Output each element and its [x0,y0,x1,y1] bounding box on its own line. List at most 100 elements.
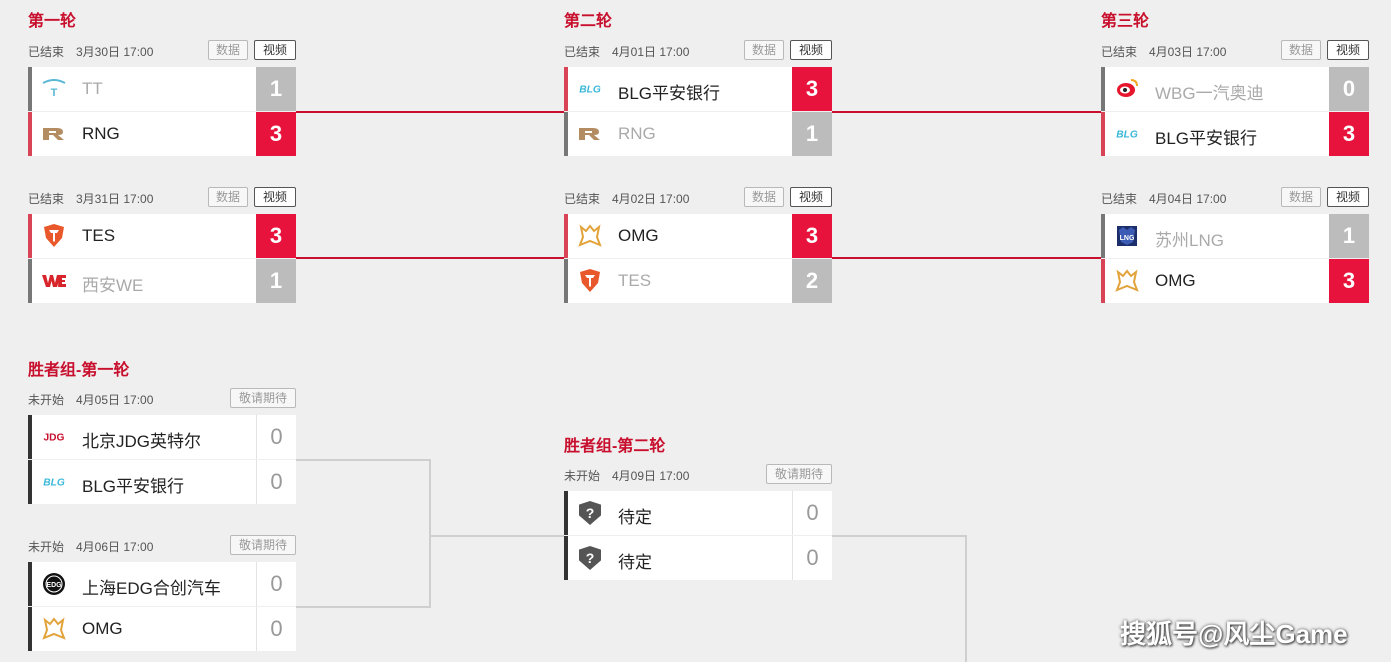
match-card[interactable]: EDG 上海EDG合创汽车 0 OMG 0 [28,562,296,652]
team-row[interactable]: ? 待定 0 [564,491,832,535]
team-row[interactable]: T TT 1 [28,67,296,111]
team-score: 0 [792,491,832,535]
team-name: TES [618,271,652,290]
video-button[interactable]: 视频 [254,40,296,60]
team-row[interactable]: OMG 3 [1101,259,1369,303]
stats-button[interactable]: 数据 [1281,187,1321,207]
question-shield-icon: ? [577,501,603,525]
team-name: 苏州LNG [1155,231,1224,250]
stats-button[interactable]: 数据 [744,187,784,207]
team-name: RNG [82,124,120,143]
team-name: OMG [618,226,659,245]
team-row[interactable]: ? 待定 0 [564,536,832,580]
team-row[interactable]: BLG BLG平安银行 3 [1101,112,1369,156]
match-status: 未开始 [28,540,65,554]
team-score: 3 [1329,259,1369,303]
match-card[interactable]: OMG 3 TES 2 [564,214,832,304]
match-status: 已结束 [28,192,65,206]
edg-logo-icon: EDG [41,572,67,596]
stats-button[interactable]: 数据 [208,187,248,207]
stats-button[interactable]: 数据 [1281,40,1321,60]
team-score: 3 [792,214,832,258]
match-status: 已结束 [1101,45,1138,59]
team-name: OMG [1155,271,1196,290]
match-datetime: 3月31日 17:00 [76,192,154,206]
team-name: 西安WE [82,276,144,295]
bracket-connector [832,535,966,537]
svg-text:EDG: EDG [46,582,62,589]
match-meta: 已结束 4月01日 17:00 数据 视频 [564,40,832,60]
team-score: 1 [792,112,832,156]
video-button[interactable]: 视频 [254,187,296,207]
team-row[interactable]: 西安WE 1 [28,259,296,303]
coming-soon-button[interactable]: 敬请期待 [766,464,832,484]
team-row[interactable]: RNG 1 [564,112,832,156]
team-name: OMG [82,619,123,638]
stats-button[interactable]: 数据 [208,40,248,60]
team-name: BLG平安银行 [82,477,185,496]
bracket-connector [296,459,430,461]
team-row[interactable]: RNG 3 [28,112,296,156]
team-row[interactable]: EDG 上海EDG合创汽车 0 [28,562,296,606]
svg-text:T: T [51,87,58,99]
coming-soon-button[interactable]: 敬请期待 [230,535,296,555]
team-row[interactable]: LNG 苏州LNG 1 [1101,214,1369,258]
winners-round1-title: 胜者组-第一轮 [28,362,130,379]
bracket-connector [296,111,564,113]
match-meta: 已结束 3月31日 17:00 数据 视频 [28,187,296,207]
match-status: 已结束 [564,192,601,206]
team-score: 3 [256,214,296,258]
match-card[interactable]: WBG一汽奥迪 0 BLG BLG平安银行 3 [1101,67,1369,157]
team-name: TES [82,226,116,245]
match-card[interactable]: TES 3 西安WE 1 [28,214,296,304]
blg-logo-icon: BLG [41,470,67,494]
team-row[interactable]: BLG BLG平安银行 0 [28,460,296,504]
match-card[interactable]: T TT 1 RNG 3 [28,67,296,157]
round1-title: 第一轮 [28,13,77,30]
team-name: 待定 [618,508,652,527]
team-score: 0 [1329,67,1369,111]
team-row[interactable]: TES 3 [28,214,296,258]
team-score: 1 [256,259,296,303]
round2-title: 第二轮 [564,13,613,30]
svg-text:BLG: BLG [579,85,601,96]
match-meta: 已结束 4月02日 17:00 数据 视频 [564,187,832,207]
omg-logo-icon [1114,269,1140,293]
match-meta: 未开始 4月06日 17:00 敬请期待 [28,535,296,555]
video-button[interactable]: 视频 [1327,40,1369,60]
team-row[interactable]: OMG 0 [28,607,296,651]
video-button[interactable]: 视频 [790,40,832,60]
team-row[interactable]: BLG BLG平安银行 3 [564,67,832,111]
team-name: 上海EDG合创汽车 [82,579,221,598]
svg-text:LNG: LNG [1120,235,1135,242]
team-row[interactable]: JDG 北京JDG英特尔 0 [28,415,296,459]
match-meta: 未开始 4月05日 17:00 敬请期待 [28,388,296,408]
match-card[interactable]: ? 待定 0 ? 待定 0 [564,491,832,581]
rng-logo-icon [577,122,603,146]
match-datetime: 4月04日 17:00 [1149,192,1227,206]
bracket-connector [832,257,1101,259]
match-status: 未开始 [28,393,65,407]
stats-button[interactable]: 数据 [744,40,784,60]
match-status: 已结束 [564,45,601,59]
team-score: 2 [792,259,832,303]
video-button[interactable]: 视频 [790,187,832,207]
team-score: 0 [256,607,296,651]
svg-text:BLG: BLG [43,478,65,489]
match-card[interactable]: LNG 苏州LNG 1 OMG 3 [1101,214,1369,304]
team-row[interactable]: OMG 3 [564,214,832,258]
team-score: 3 [256,112,296,156]
video-button[interactable]: 视频 [1327,187,1369,207]
bracket-connector [965,535,967,662]
coming-soon-button[interactable]: 敬请期待 [230,388,296,408]
bracket-connector [430,535,564,537]
team-row[interactable]: TES 2 [564,259,832,303]
match-datetime: 4月05日 17:00 [76,393,154,407]
bracket-connector [296,257,564,259]
bracket-connector [832,111,1101,113]
match-card[interactable]: BLG BLG平安银行 3 RNG 1 [564,67,832,157]
tes-logo-icon [577,269,603,293]
match-card[interactable]: JDG 北京JDG英特尔 0 BLG BLG平安银行 0 [28,415,296,505]
blg-logo-icon: BLG [577,77,603,101]
team-row[interactable]: WBG一汽奥迪 0 [1101,67,1369,111]
